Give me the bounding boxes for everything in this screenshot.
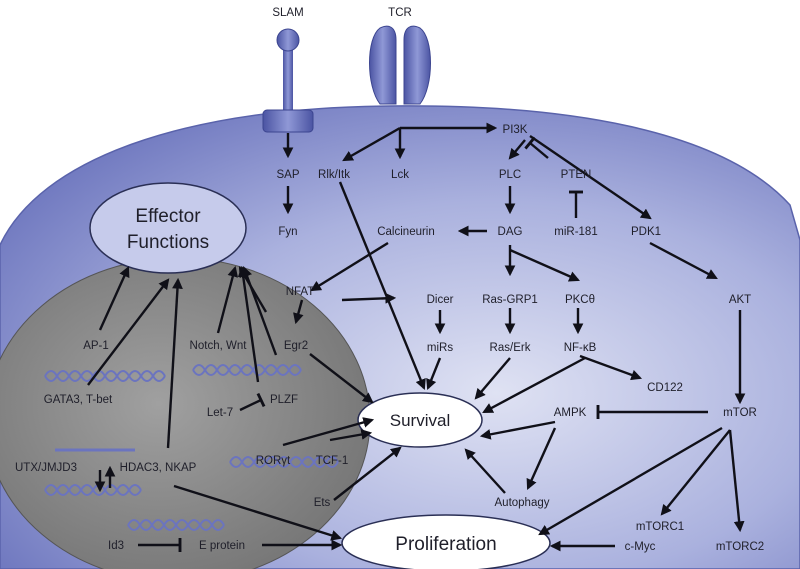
node-plc: PLC	[499, 169, 521, 181]
node-lck: Lck	[391, 169, 409, 181]
node-ras-erk: Ras/Erk	[490, 342, 531, 354]
node-mtorc2: mTORC2	[716, 541, 764, 553]
node-mir181: miR-181	[554, 226, 597, 238]
survival-ellipse	[357, 392, 483, 448]
tcr-receptor-icon	[369, 25, 431, 105]
node-labels: SLAM TCR Effector Functions Survival Pro…	[15, 7, 764, 555]
node-ampk: AMPK	[554, 407, 587, 419]
node-pten: PTEN	[561, 169, 592, 181]
node-sap: SAP	[276, 169, 299, 181]
node-akt: AKT	[729, 294, 751, 306]
node-notch-wnt: Notch, Wnt	[190, 340, 248, 352]
node-roryt: RORγt	[256, 455, 291, 467]
node-let7: Let-7	[207, 407, 233, 419]
node-mtor: mTOR	[723, 407, 757, 419]
node-nfat: NFAT	[286, 286, 315, 298]
node-cmyc: c-Myc	[625, 541, 656, 553]
node-autophagy: Autophagy	[495, 497, 550, 509]
node-hdac3: HDAC3, NKAP	[120, 462, 197, 474]
pathway-edges	[87, 122, 746, 553]
node-ras-grp1: Ras-GRP1	[482, 294, 538, 306]
dna-strands	[44, 364, 339, 531]
node-tcf1: TCF-1	[316, 455, 349, 467]
node-cd122: CD122	[647, 382, 683, 394]
node-rlk-itk: Rlk/Itk	[318, 169, 350, 181]
node-dicer: Dicer	[427, 294, 454, 306]
node-gata3-tbet: GATA3, T-bet	[44, 394, 113, 406]
node-nfkb: NF-κB	[564, 342, 597, 354]
node-eprotein: E protein	[199, 540, 245, 552]
node-dag: DAG	[498, 226, 523, 238]
node-pdk1: PDK1	[631, 226, 661, 238]
node-calcineurin: Calcineurin	[377, 226, 435, 238]
node-ap1: AP-1	[83, 340, 109, 352]
node-fyn: Fyn	[278, 226, 297, 238]
node-ets: Ets	[314, 497, 331, 509]
proliferation-label: Proliferation	[395, 534, 496, 555]
node-egr2: Egr2	[284, 340, 308, 352]
node-id3: Id3	[108, 540, 124, 552]
effector-functions-ellipse	[89, 182, 247, 274]
slam-receptor-icon	[262, 28, 314, 133]
node-mtorc1: mTORC1	[636, 521, 684, 533]
tcr-label: TCR	[388, 7, 412, 19]
node-plzf: PLZF	[270, 394, 298, 406]
survival-label: Survival	[390, 411, 450, 430]
slam-label: SLAM	[272, 7, 303, 19]
node-pkc: PKCθ	[565, 294, 595, 306]
node-pi3k: PI3K	[503, 124, 528, 136]
node-utx: UTX/JMJD3	[15, 462, 77, 474]
node-mirs: miRs	[427, 342, 453, 354]
effector-label-line1: Effector	[135, 206, 201, 227]
effector-label-line2: Functions	[127, 232, 209, 253]
